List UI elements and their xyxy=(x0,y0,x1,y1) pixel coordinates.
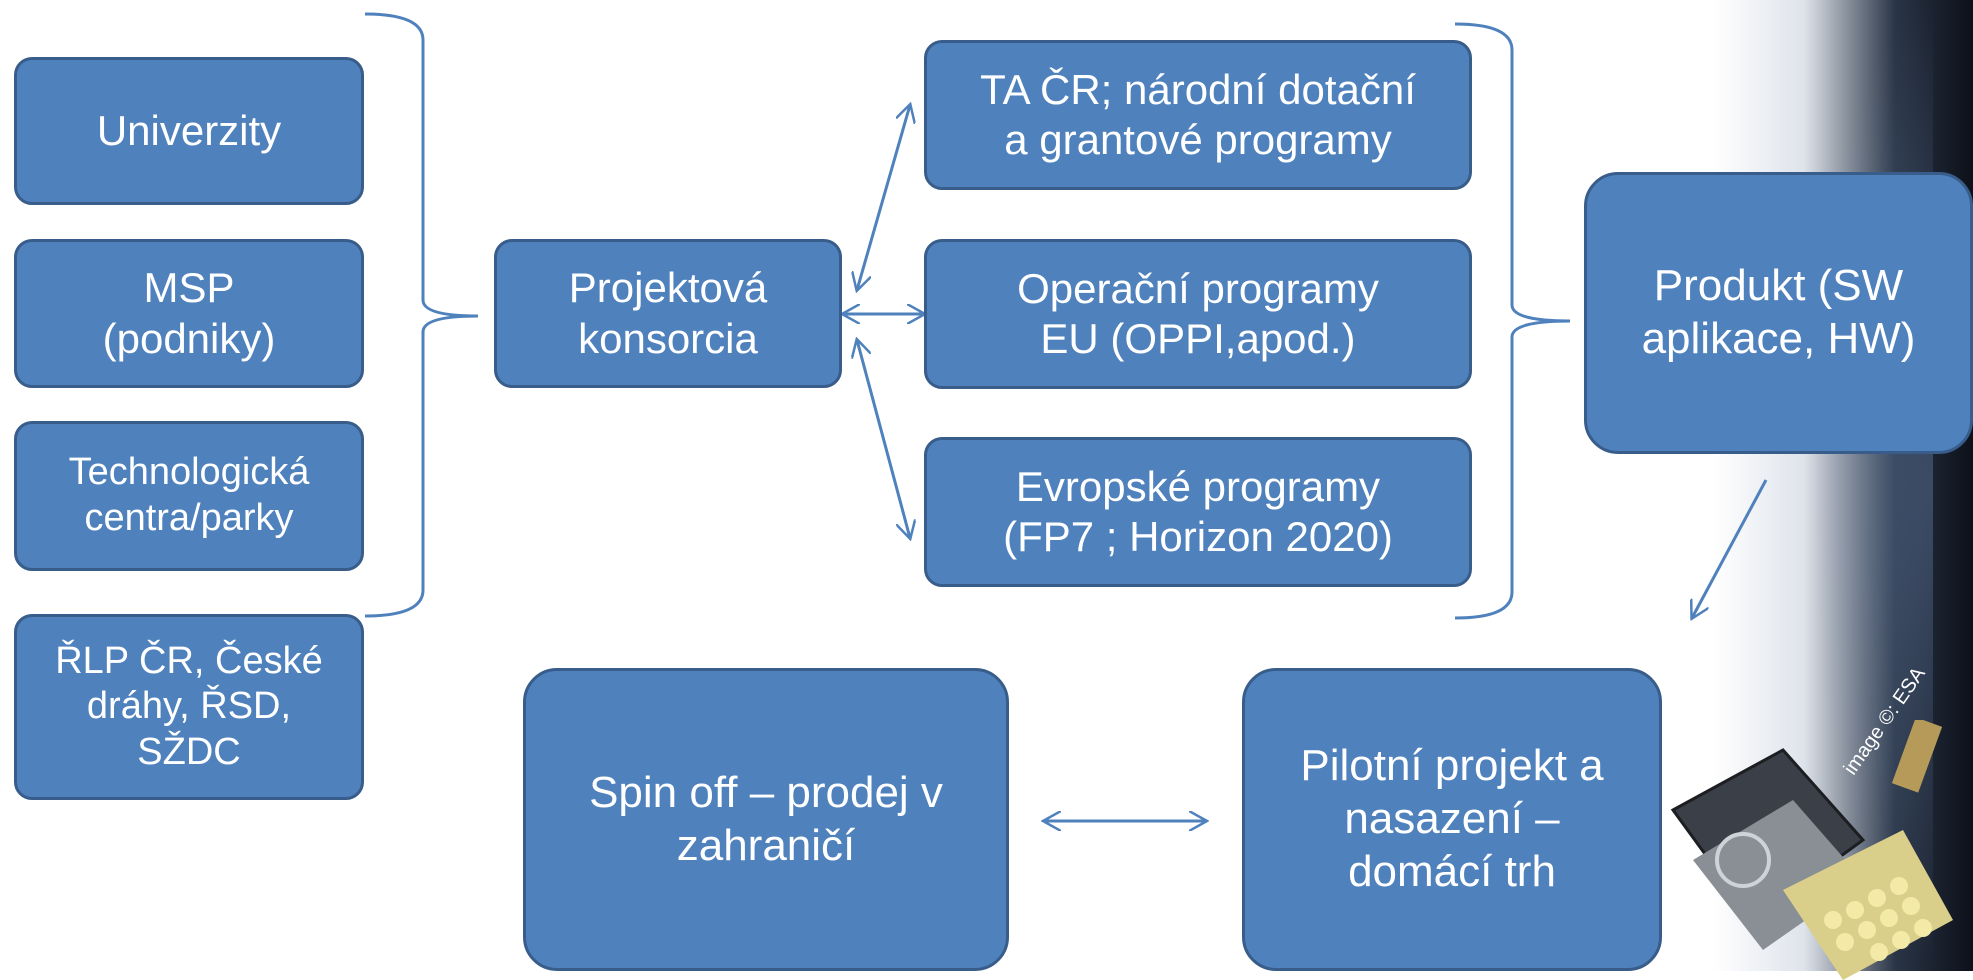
box-msp-podniky: MSP (podniky) xyxy=(14,239,364,388)
box-univerzity: Univerzity xyxy=(14,57,364,205)
box-technologicka-centra: Technologická centra/parky xyxy=(14,421,364,571)
box-rlp-cd-rsd-szdc: ŘLP ČR, České dráhy, ŘSD, SŽDC xyxy=(14,614,364,800)
box-projektova-konsorcia: Projektová konsorcia xyxy=(494,239,842,388)
arrow-konsorcia-ta-cr xyxy=(857,105,910,290)
box-spin-off: Spin off – prodej v zahraničí xyxy=(523,668,1009,971)
programs-group-bracket xyxy=(1454,22,1571,620)
arrow-konsorcia-evropske xyxy=(857,340,910,538)
box-produkt: Produkt (SW aplikace, HW) xyxy=(1584,172,1973,454)
left-group-bracket xyxy=(364,12,479,618)
satellite-image xyxy=(1670,720,1953,980)
box-pilotni-projekt: Pilotní projekt a nasazení – domácí trh xyxy=(1242,668,1662,971)
arrow-produkt-pilotni xyxy=(1692,479,1768,618)
box-evropske-programy: Evropské programy (FP7 ; Horizon 2020) xyxy=(924,437,1472,587)
box-ta-cr: TA ČR; národní dotační a grantové progra… xyxy=(924,40,1472,190)
box-operacni-programy: Operační programy EU (OPPI,apod.) xyxy=(924,239,1472,389)
